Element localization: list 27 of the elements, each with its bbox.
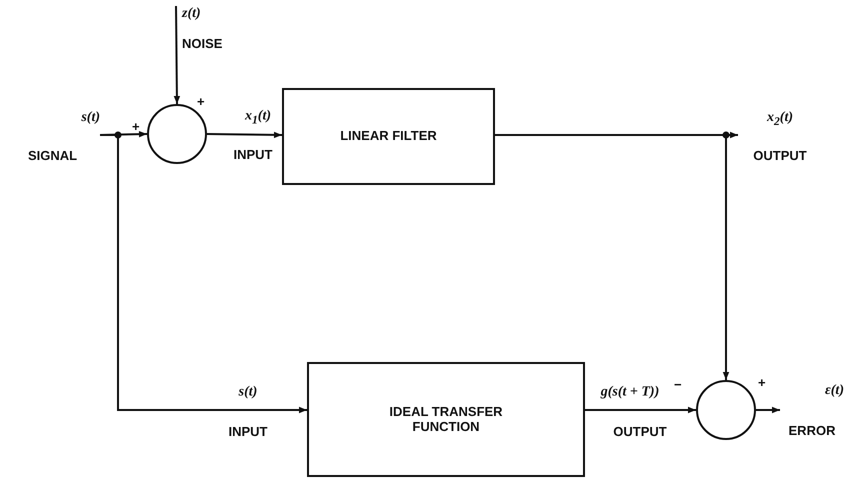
- signal-name: SIGNAL: [28, 149, 78, 164]
- signal-symbol: x$_{2}$(t): [766, 110, 794, 128]
- signal-name: NOISE: [182, 37, 224, 52]
- signal-symbol: s(t): [81, 110, 100, 126]
- block-box: [282, 88, 495, 185]
- signal-name: INPUT: [228, 424, 268, 440]
- arrow: [174, 6, 180, 104]
- arrow: [585, 406, 696, 414]
- signal-symbol: g(s(t + T)): [600, 384, 660, 400]
- signal-symbol: z(t): [182, 6, 202, 22]
- signal-name: ERROR: [788, 424, 836, 439]
- signal-symbol: x$_{1}$(t): [244, 108, 272, 128]
- sign-label: +: [132, 120, 140, 133]
- block-box: [307, 362, 585, 477]
- signal-name: INPUT: [234, 148, 272, 162]
- block-label: IDEAL TRANSFER FUNCTION: [388, 404, 504, 434]
- arrow: [100, 134, 307, 414]
- signal-name: OUTPUT: [613, 424, 667, 440]
- sign-label: −: [674, 378, 682, 391]
- signal-name: OUTPUT: [753, 149, 807, 164]
- block-label: LINEAR FILTER: [340, 129, 437, 144]
- signal-symbol: ε(t): [825, 383, 844, 400]
- sign-label: +: [197, 95, 205, 108]
- arrow: [206, 132, 282, 138]
- sign-label: +: [758, 376, 766, 389]
- arrow: [756, 406, 780, 414]
- signal-symbol: s(t): [238, 384, 258, 400]
